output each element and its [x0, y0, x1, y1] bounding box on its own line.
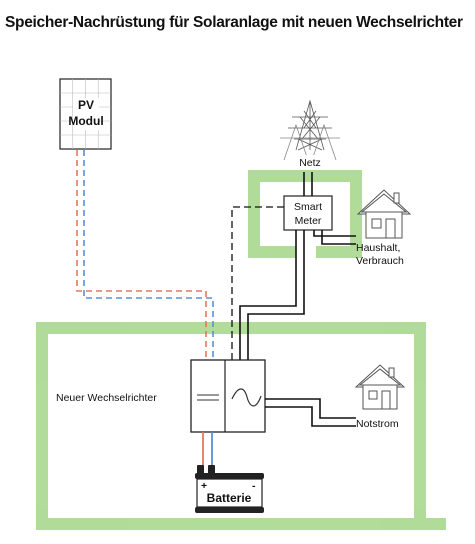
- smart-meter-box: [283, 195, 333, 231]
- smart-meter-label-2: Meter: [295, 215, 322, 227]
- household-cable: [313, 230, 356, 245]
- inverter-icon: [190, 359, 266, 433]
- diagram-title: Speicher-Nachrüstung für Solaranlage mit…: [5, 14, 463, 31]
- smart-meter-label: Smart: [294, 201, 322, 213]
- household-label: Haushalt,: [356, 242, 400, 254]
- backup-zone-frame: [36, 322, 446, 530]
- backup-label: Notstrom: [356, 418, 399, 430]
- house-icon: [356, 189, 412, 239]
- pv-label-module: Modul: [68, 114, 103, 128]
- ac-cable-inverter: [239, 230, 305, 360]
- battery-minus-sign: -: [252, 480, 256, 492]
- smart-meter-comm-line: [231, 206, 284, 360]
- battery-plus-sign: +: [201, 480, 207, 492]
- household-label-2: Verbrauch: [356, 255, 404, 267]
- solar-panel-icon: [59, 78, 112, 150]
- backup-cable: [265, 398, 356, 427]
- pv-dc-cable: [76, 150, 214, 365]
- grid-zone-frame: [248, 170, 362, 258]
- power-tower-icon: [280, 99, 340, 161]
- pv-label: PV: [78, 98, 94, 112]
- house-icon: [354, 364, 406, 410]
- battery-cable: [202, 432, 213, 470]
- inverter-label: Neuer Wechselrichter: [56, 392, 157, 404]
- grid-cable: [303, 172, 313, 196]
- battery-label: Batterie: [207, 491, 252, 505]
- grid-label: Netz: [299, 157, 321, 169]
- battery-icon: [195, 465, 264, 513]
